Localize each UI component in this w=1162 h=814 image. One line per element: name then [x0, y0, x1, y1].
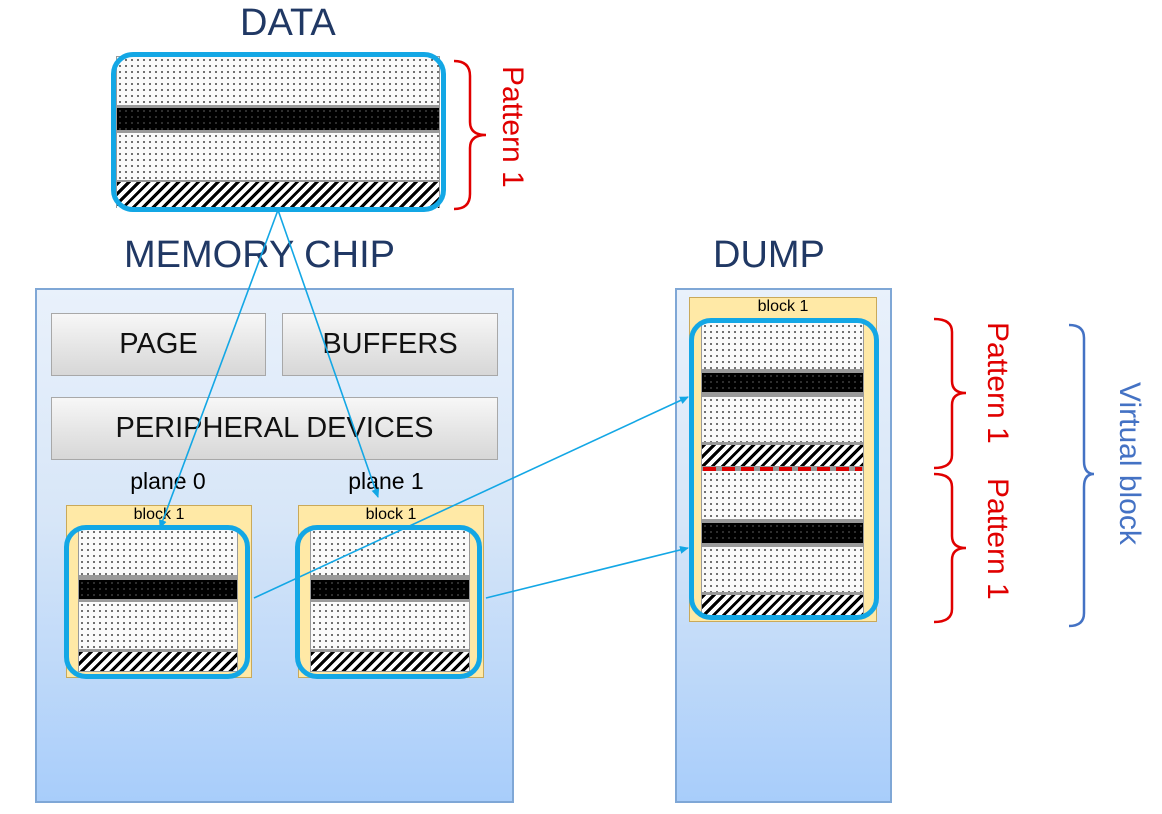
plane-0-block-label: block 1: [133, 506, 185, 523]
plane-1-frame: [295, 525, 482, 679]
data-title: DATA: [240, 2, 336, 44]
plane-0-frame: [64, 525, 250, 679]
arrow-plane-1-to-dump: [485, 546, 689, 599]
data-frame: [111, 52, 446, 212]
plane-1-block-label: block 1: [365, 506, 417, 523]
arrow-data-to-plane-0: [159, 209, 279, 529]
dump-block-label: block 1: [757, 298, 809, 315]
dump-pattern-brace-1: [933, 317, 967, 470]
dump-pattern-label-2: Pattern 1: [981, 478, 1014, 600]
plane-1-label: plane 1: [348, 468, 424, 494]
plane-0-label: plane 0: [130, 468, 206, 494]
virtual-block-brace: [1068, 323, 1095, 628]
dump-pattern-brace-2: [933, 472, 967, 624]
virtual-block-label: Virtual block: [1113, 382, 1146, 545]
dump-pattern-label-1: Pattern 1: [981, 322, 1014, 444]
dump-frame: [689, 318, 879, 620]
memory-chip-title: MEMORY CHIP: [124, 234, 395, 276]
peripheral-devices-button[interactable]: PERIPHERAL DEVICES: [51, 397, 498, 460]
dump-title: DUMP: [713, 234, 825, 276]
arrow-data-to-plane-1: [277, 209, 380, 498]
arrow-plane-0-to-dump: [253, 396, 689, 599]
page-button[interactable]: PAGE: [51, 313, 266, 376]
data-pattern-brace: [453, 59, 487, 211]
